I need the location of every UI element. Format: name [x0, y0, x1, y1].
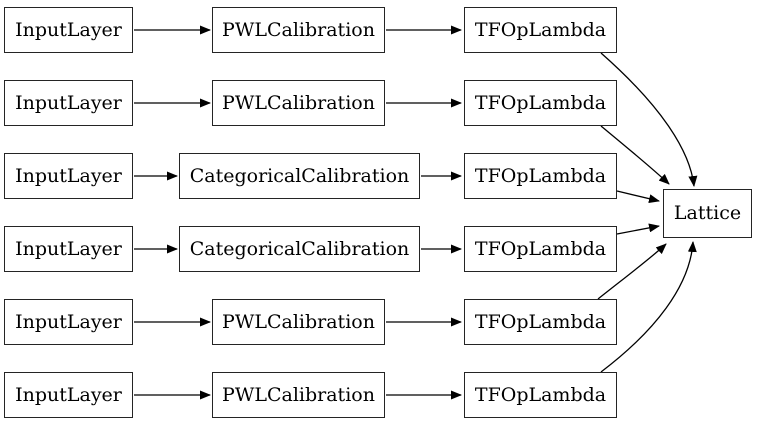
node-lattice: Lattice: [663, 189, 752, 238]
node-calibration-6: PWLCalibration: [212, 372, 385, 418]
node-op-1: TFOpLambda: [464, 7, 617, 53]
edge-op-1-lattice: [600, 52, 698, 187]
node-input-6: InputLayer: [4, 372, 133, 418]
node-op-2: TFOpLambda: [464, 80, 617, 126]
edge-op-3-lattice: [616, 190, 660, 204]
node-calibration-1: PWLCalibration: [212, 7, 385, 53]
node-input-3: InputLayer: [4, 153, 133, 199]
node-calibration-4: CategoricalCalibration: [179, 226, 420, 272]
edge-op-5-lattice: [597, 243, 667, 300]
edge-op-2-lattice: [600, 125, 670, 185]
edge-op-4-lattice: [616, 223, 660, 235]
node-input-5: InputLayer: [4, 299, 133, 345]
node-input-2: InputLayer: [4, 80, 133, 126]
node-op-4: TFOpLambda: [464, 226, 617, 272]
node-calibration-2: PWLCalibration: [212, 80, 385, 126]
node-op-5: TFOpLambda: [464, 299, 617, 345]
node-input-4: InputLayer: [4, 226, 133, 272]
node-calibration-3: CategoricalCalibration: [179, 153, 420, 199]
node-input-1: InputLayer: [4, 7, 133, 53]
node-op-6: TFOpLambda: [464, 372, 617, 418]
node-calibration-5: PWLCalibration: [212, 299, 385, 345]
edge-op-6-lattice: [600, 241, 697, 373]
node-op-3: TFOpLambda: [464, 153, 617, 199]
